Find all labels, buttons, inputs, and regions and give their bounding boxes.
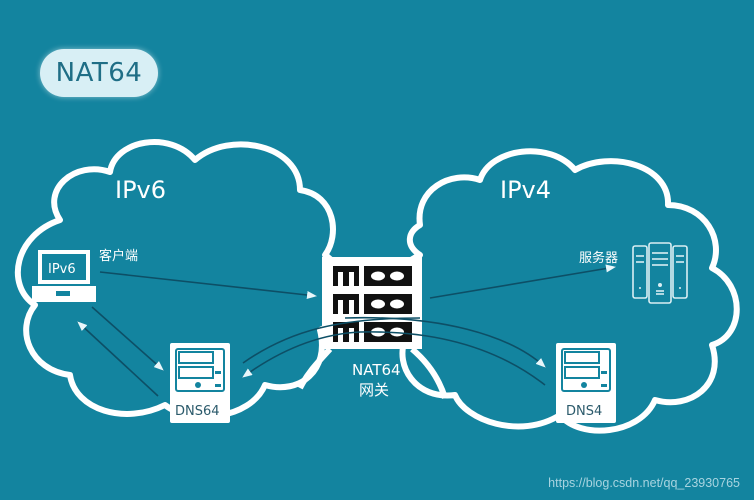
gateway-label-line2: 网关	[359, 381, 389, 399]
gateway-connector-right	[410, 346, 448, 399]
dns64-server-icon	[170, 343, 230, 423]
gateway-icon	[333, 266, 412, 342]
server-label: 服务器	[579, 250, 618, 266]
ipv6-cloud	[14, 139, 345, 420]
arrow-gateway-to-dns4	[344, 316, 546, 368]
client-label: 客户端	[99, 248, 138, 264]
arrow-dns64-to-client	[77, 321, 159, 397]
title-text: NAT64	[55, 58, 143, 88]
watermark: https://blog.csdn.net/qq_23930765	[548, 476, 740, 490]
laptop-icon	[32, 250, 96, 302]
ipv6-cloud-label: IPv6	[115, 176, 166, 204]
title-badge: NAT64	[40, 49, 158, 97]
gateway-connector-left	[297, 346, 333, 390]
dns4-server-icon	[556, 343, 616, 423]
gateway-label-line1: NAT64	[352, 361, 401, 379]
arrow-gateway-to-server	[429, 264, 616, 299]
arrow-gateway-to-dns64	[242, 331, 361, 378]
arrow-client-to-dns64	[91, 306, 164, 371]
gateway-row-2	[333, 294, 412, 314]
dns64-label: DNS64	[175, 404, 220, 419]
arrow-client-to-gateway	[99, 271, 317, 299]
client-screen-label: IPv6	[48, 262, 76, 277]
arrow-dns4-to-gateway	[359, 331, 546, 386]
server-rack-icon	[632, 242, 688, 304]
dns4-label: DNS4	[566, 404, 602, 419]
ipv4-cloud-label: IPv4	[500, 176, 551, 204]
gateway-row-1	[333, 266, 412, 286]
